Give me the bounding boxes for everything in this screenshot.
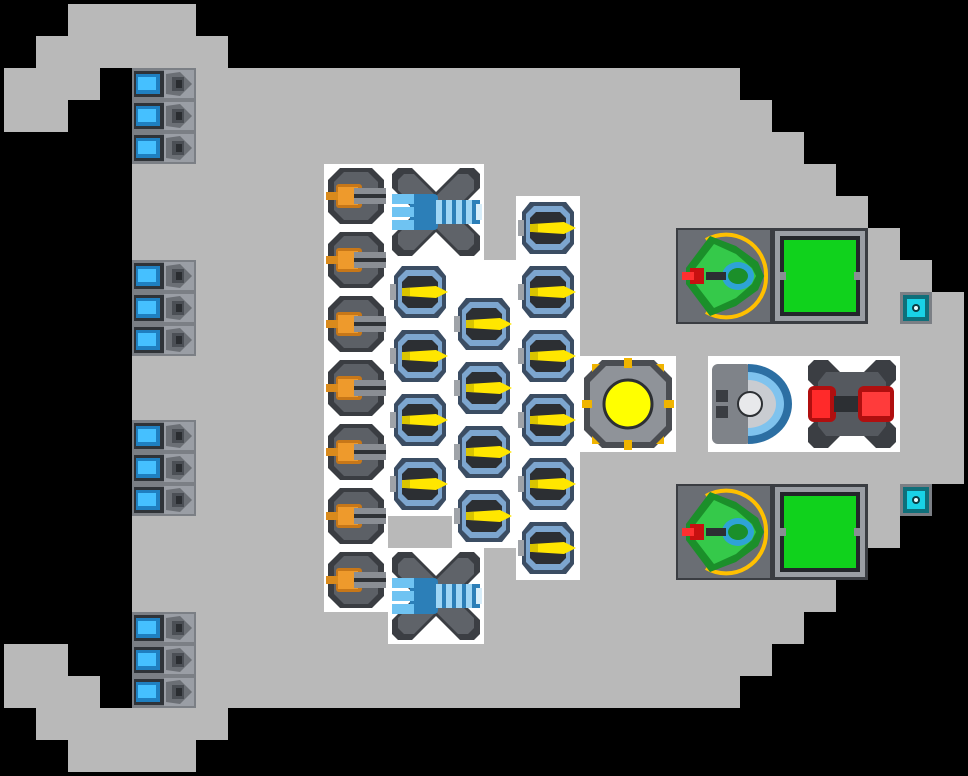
reactor-core-icon[interactable] xyxy=(580,356,676,452)
missile-launcher-icon[interactable] xyxy=(516,196,580,260)
autocannon-icon[interactable] xyxy=(324,420,388,484)
thruster-icon[interactable] xyxy=(132,452,196,484)
thruster-icon[interactable] xyxy=(132,644,196,676)
autocannon-icon[interactable] xyxy=(324,164,388,228)
missile-launcher-icon[interactable] xyxy=(388,324,452,388)
missile-launcher-icon[interactable] xyxy=(452,356,516,420)
missile-launcher-icon[interactable] xyxy=(516,388,580,452)
thruster-icon[interactable] xyxy=(132,612,196,644)
missile-launcher-icon[interactable] xyxy=(452,484,516,548)
autocannon-icon[interactable] xyxy=(324,292,388,356)
drone-bay-icon[interactable] xyxy=(676,228,772,324)
laser-turret-icon[interactable] xyxy=(804,356,900,452)
missile-launcher-icon[interactable] xyxy=(516,516,580,580)
thruster-icon[interactable] xyxy=(132,676,196,708)
thruster-icon[interactable] xyxy=(132,68,196,100)
missile-launcher-icon[interactable] xyxy=(452,292,516,356)
autocannon-icon[interactable] xyxy=(324,356,388,420)
thruster-icon[interactable] xyxy=(132,100,196,132)
missile-launcher-icon[interactable] xyxy=(388,388,452,452)
autocannon-icon[interactable] xyxy=(324,484,388,548)
green-panel-icon[interactable] xyxy=(772,484,868,580)
missile-launcher-icon[interactable] xyxy=(452,420,516,484)
thruster-icon[interactable] xyxy=(132,132,196,164)
drone-bay-icon[interactable] xyxy=(676,484,772,580)
thruster-icon[interactable] xyxy=(132,260,196,292)
autocannon-icon[interactable] xyxy=(324,548,388,612)
railgun-icon[interactable] xyxy=(388,164,484,260)
sensor-icon[interactable] xyxy=(900,292,932,324)
green-panel-icon[interactable] xyxy=(772,228,868,324)
autocannon-icon[interactable] xyxy=(324,228,388,292)
missile-launcher-icon[interactable] xyxy=(516,260,580,324)
thruster-icon[interactable] xyxy=(132,292,196,324)
sensor-icon[interactable] xyxy=(900,484,932,516)
missile-launcher-icon[interactable] xyxy=(516,324,580,388)
missile-launcher-icon[interactable] xyxy=(388,260,452,324)
thruster-icon[interactable] xyxy=(132,324,196,356)
thruster-icon[interactable] xyxy=(132,484,196,516)
armor-dome-icon[interactable] xyxy=(708,356,804,452)
thruster-icon[interactable] xyxy=(132,420,196,452)
railgun-icon[interactable] xyxy=(388,548,484,644)
missile-launcher-icon[interactable] xyxy=(388,452,452,516)
missile-launcher-icon[interactable] xyxy=(516,452,580,516)
autocannon-group xyxy=(324,164,388,612)
